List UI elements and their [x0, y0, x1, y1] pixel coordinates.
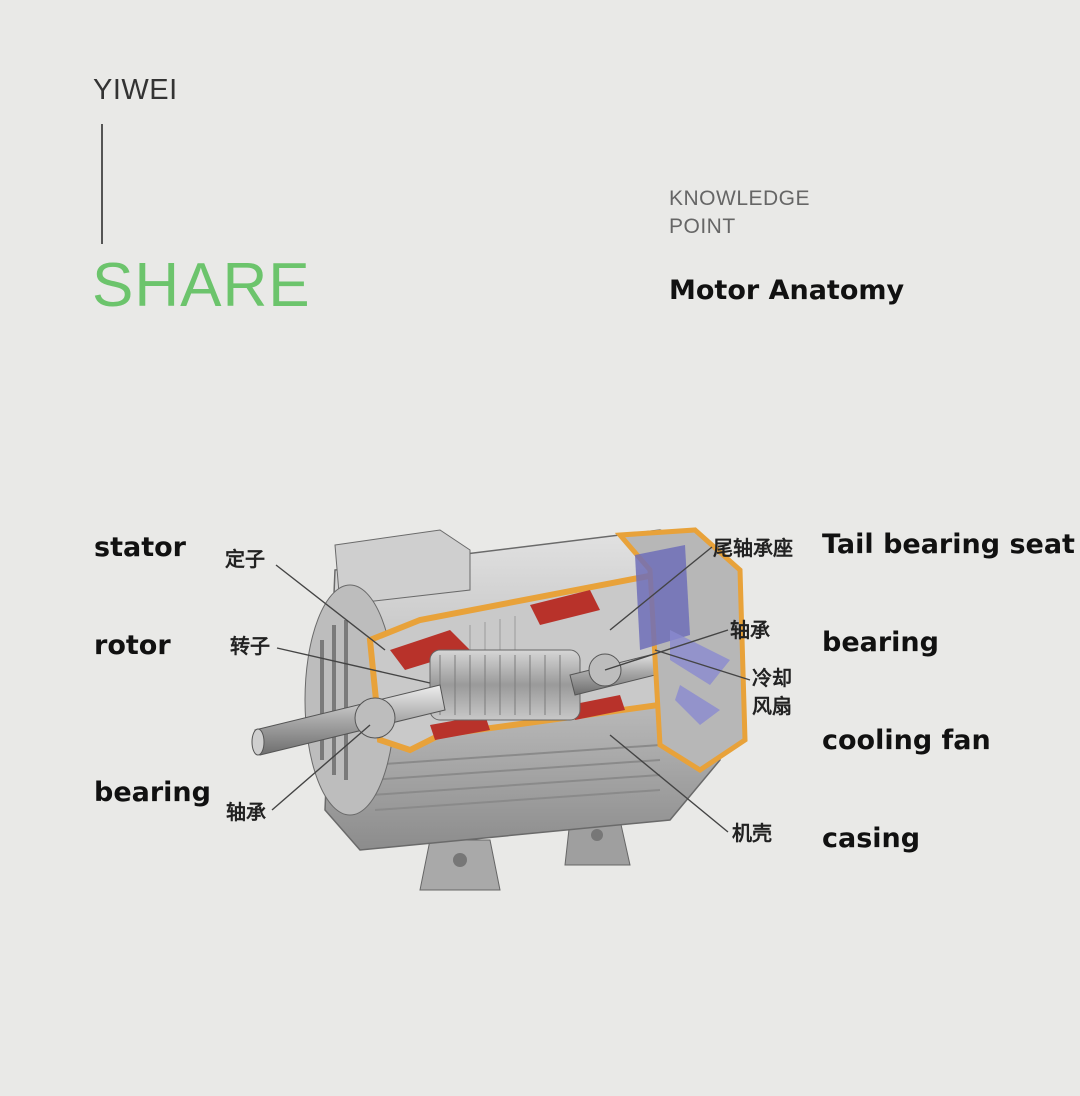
- knowledge-point-label: KNOWLEDGE POINT: [669, 185, 810, 241]
- cn-label-cooling-1: 冷却: [752, 666, 792, 690]
- cn-label-bearing-left: 轴承: [226, 800, 266, 824]
- cn-label-stator: 定子: [225, 547, 265, 571]
- cn-label-casing: 机壳: [732, 821, 772, 845]
- share-heading: SHARE: [92, 251, 311, 320]
- label-rotor: rotor: [94, 630, 171, 661]
- knowledge-word: KNOWLEDGE: [669, 187, 811, 210]
- cn-label-cooling-2: 风扇: [752, 694, 792, 718]
- rotor-core: [429, 649, 581, 721]
- brand-name: YIWEI: [93, 74, 178, 106]
- page-subtitle: Motor Anatomy: [669, 275, 905, 306]
- label-cooling-fan: cooling fan: [822, 725, 991, 756]
- label-bearing-left: bearing: [94, 777, 211, 808]
- cn-label-bearing-right: 轴承: [730, 618, 770, 642]
- label-bearing-right: bearing: [822, 627, 939, 658]
- front-bearing: [354, 697, 396, 739]
- motor-cutaway-illustration: [251, 527, 748, 891]
- cn-label-rotor: 转子: [230, 634, 270, 658]
- point-word: POINT: [669, 215, 736, 238]
- rear-bearing: [588, 653, 622, 687]
- label-stator: stator: [94, 532, 186, 563]
- label-tail-bearing-seat: Tail bearing seat: [822, 529, 1075, 560]
- label-casing: casing: [822, 823, 921, 854]
- divider-line: [101, 124, 103, 244]
- cn-label-tail-bearing-seat: 尾轴承座: [713, 536, 793, 560]
